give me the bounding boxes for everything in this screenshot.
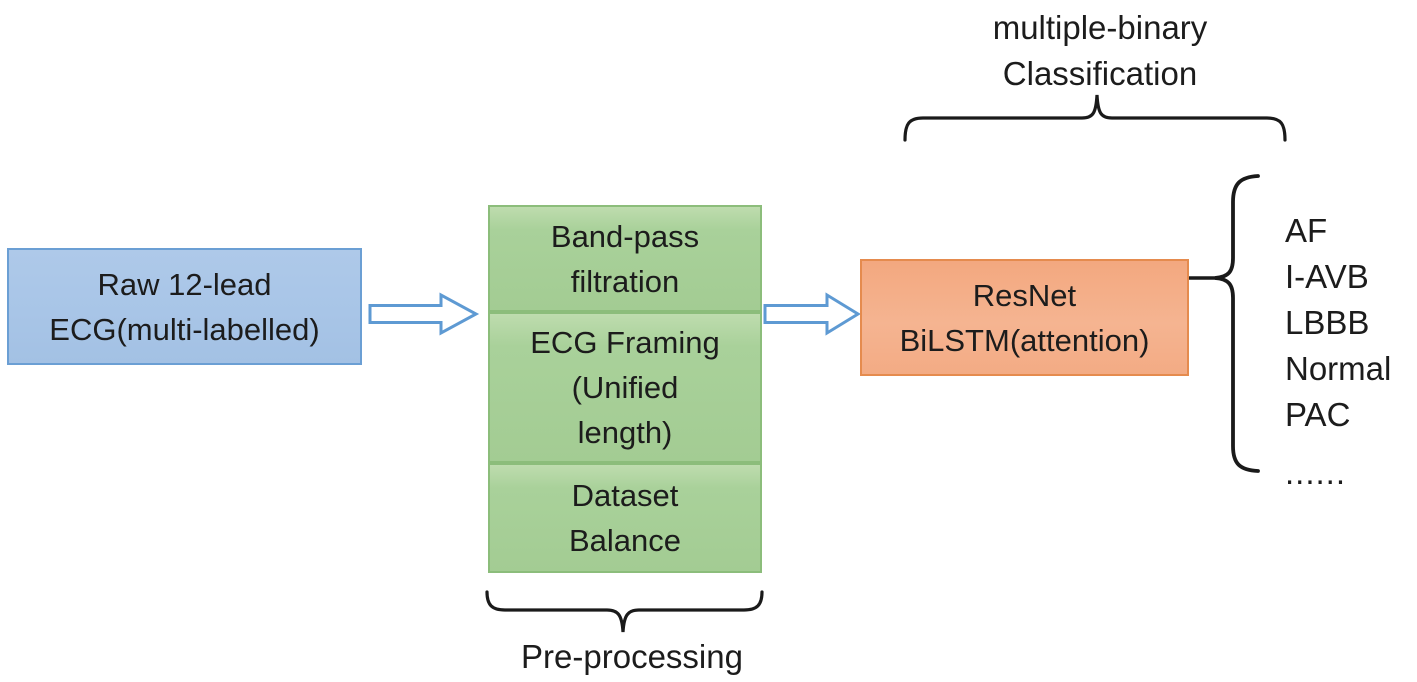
outputs-brace-icon xyxy=(1214,174,1260,473)
flow-arrow-input-to-preprocessing-icon xyxy=(368,292,480,336)
output-item-lbbb: LBBB xyxy=(1285,304,1370,341)
flow-arrow-preprocessing-to-model-icon xyxy=(763,292,861,336)
classification-outputs-list: AF I-AVB LBBB Normal PAC ...... xyxy=(1285,208,1391,496)
dataset-balance-box: Dataset Balance xyxy=(488,463,762,573)
output-item-ellipsis: ...... xyxy=(1285,454,1347,491)
resnet-bilstm-model-box: ResNet BiLSTM(attention) xyxy=(860,259,1189,376)
output-item-af: AF xyxy=(1285,212,1328,249)
bandpass-filtration-box: Band-pass filtration xyxy=(488,205,762,312)
ecg-framing-label: ECG Framing (Unified length) xyxy=(530,325,720,450)
output-item-normal: Normal xyxy=(1285,350,1392,387)
resnet-bilstm-model-label: ResNet BiLSTM(attention) xyxy=(899,277,1150,358)
preprocessing-brace-icon xyxy=(485,590,764,633)
preprocessing-group-label: Pre-processing xyxy=(521,638,743,675)
dataset-balance-label: Dataset Balance xyxy=(568,478,682,558)
output-item-iavb: I-AVB xyxy=(1285,258,1369,295)
output-item-pac: PAC xyxy=(1285,396,1351,433)
raw-ecg-input-label: Raw 12-lead ECG(multi-labelled) xyxy=(49,266,320,347)
bandpass-filtration-label: Band-pass filtration xyxy=(550,218,700,299)
raw-ecg-input-box: Raw 12-lead ECG(multi-labelled) xyxy=(7,248,362,365)
classification-brace-icon xyxy=(903,94,1287,142)
multiple-binary-classification-label: multiple-binary Classification xyxy=(992,9,1208,92)
ecg-framing-box: ECG Framing (Unified length) xyxy=(488,312,762,463)
